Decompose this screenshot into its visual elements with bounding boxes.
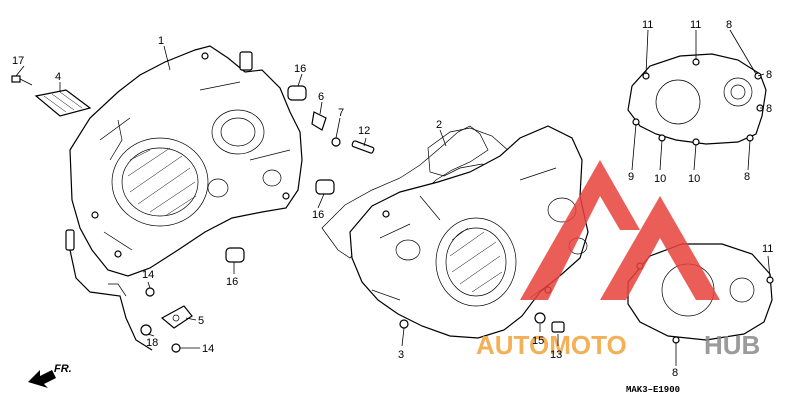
dowel-pin-16-b — [315, 179, 335, 195]
oil-screen-4 — [34, 89, 92, 117]
callout-14-lower: 14 — [202, 343, 214, 355]
bolt-17 — [11, 75, 33, 86]
callout-17: 17 — [12, 55, 24, 67]
bolt-12 — [351, 140, 375, 154]
callout-labels: 1 17 4 16 6 7 12 16 16 2 3 14 5 18 14 15… — [12, 19, 773, 379]
callout-5: 5 — [198, 315, 204, 327]
callout-8-a: 8 — [726, 19, 732, 31]
dowel-pin-16-a — [287, 85, 307, 101]
callout-10-a: 10 — [654, 173, 666, 185]
automotohub-watermark: AUTOMOTO HUB — [476, 160, 760, 360]
oil-pipe-18 — [65, 229, 153, 351]
callout-8-b: 8 — [766, 69, 772, 81]
callout-16-mid: 16 — [312, 209, 324, 221]
front-direction-arrow: FR. — [28, 363, 72, 388]
callout-15: 15 — [532, 335, 544, 347]
callout-3: 3 — [398, 349, 404, 361]
callout-6: 6 — [318, 91, 324, 103]
callout-14-upper: 14 — [142, 269, 154, 281]
watermark-triangle-left — [520, 160, 640, 300]
right-crankcase-half — [349, 125, 589, 339]
crankcase-view-upper-right — [627, 53, 767, 146]
callout-8-e: 8 — [672, 367, 678, 379]
watermark-triangle-right — [600, 196, 720, 300]
callout-4: 4 — [55, 71, 61, 83]
callout-18: 18 — [146, 337, 158, 349]
watermark-text-hub: HUB — [704, 330, 760, 360]
callout-16-bottom: 16 — [226, 276, 238, 288]
callout-11-a: 11 — [642, 19, 653, 31]
washer-7 — [331, 137, 341, 147]
washer-14-upper — [145, 287, 155, 297]
callout-2: 2 — [436, 119, 442, 131]
watermark-text-automoto: AUTOMOTO — [476, 330, 627, 360]
callout-8-d: 8 — [744, 171, 750, 183]
callout-13: 13 — [550, 349, 562, 361]
callout-11-c: 11 — [762, 243, 773, 255]
front-direction-label: FR. — [54, 363, 72, 375]
callout-1: 1 — [158, 35, 164, 47]
clip-6 — [311, 111, 327, 131]
leader-lines — [15, 29, 771, 366]
dowel-pin-16-c — [225, 247, 245, 263]
washer-14-lower — [171, 343, 181, 353]
callout-11-b: 11 — [690, 19, 701, 31]
callout-10-b: 10 — [688, 173, 700, 185]
stopper-plate-5 — [160, 305, 193, 329]
callout-7: 7 — [338, 107, 344, 119]
bolt-13 — [551, 321, 565, 333]
callout-12: 12 — [358, 125, 370, 137]
oil-seal-15 — [534, 312, 546, 324]
callout-16-top: 16 — [294, 63, 306, 75]
callout-8-c: 8 — [766, 103, 772, 115]
left-crankcase-half — [69, 45, 303, 277]
callout-9: 9 — [628, 171, 634, 183]
diagram-reference-code: MAK3–E1900 — [626, 385, 680, 395]
